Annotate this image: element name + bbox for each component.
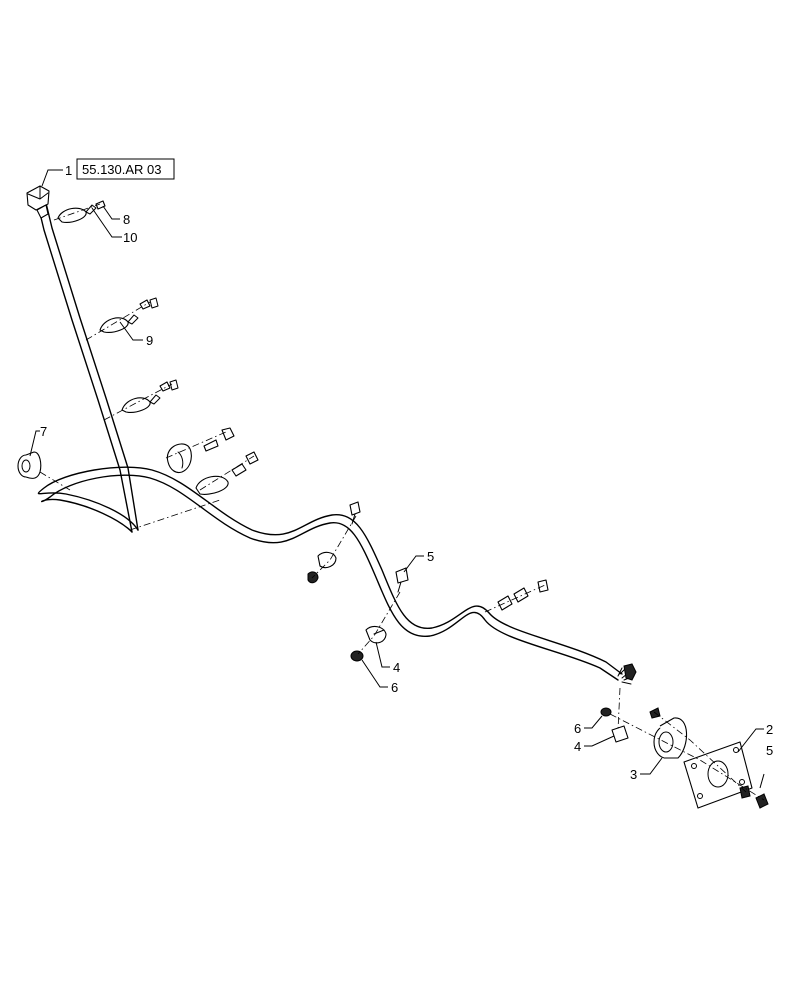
nut-6-lower: [600, 707, 612, 717]
callout-3: 3: [630, 767, 637, 782]
callout-4-mid: 4: [393, 660, 400, 675]
clip-4-lower: [611, 725, 629, 743]
callout-6-mid: 6: [391, 680, 398, 695]
callout-7: 7: [40, 424, 47, 439]
callout-9: 9: [146, 333, 153, 348]
callout-5-mid: 5: [427, 549, 434, 564]
cable-tie-lower: [195, 451, 259, 495]
callout-1: 1: [65, 163, 72, 178]
callout-4-lower: 4: [574, 739, 581, 754]
mounting-plate-2: [683, 741, 753, 809]
bolt-mid: [349, 501, 361, 525]
wiring-harness: [26, 185, 637, 685]
clamp-9-lower: [121, 379, 179, 413]
receptacle-3: [649, 707, 688, 759]
cable-tie-upper: [166, 427, 235, 474]
clamp-9-upper: [99, 297, 159, 333]
connector-right-clip: [497, 579, 549, 611]
clamp-top: [57, 200, 106, 223]
bolts-5-lower: [739, 785, 769, 809]
reference-link[interactable]: 55.130.AR 03: [82, 162, 162, 177]
bolt-5-mid: [395, 567, 409, 593]
callout-2: 2: [766, 722, 773, 737]
callout-labels: 1 55.130.AR 03 8 10 9 7 5 4 6 2 5 6 4 3: [40, 162, 773, 782]
assembly-lines: [39, 203, 765, 801]
callout-8: 8: [123, 212, 130, 227]
callout-6-lower: 6: [574, 721, 581, 736]
callout-leaders: [29, 158, 765, 789]
callout-10: 10: [123, 230, 137, 245]
reference-box: [76, 158, 175, 180]
clamp-4-mid: [365, 625, 387, 644]
nut-6-mid: [350, 650, 364, 662]
callout-5-lower: 5: [766, 743, 773, 758]
grommet: [17, 451, 42, 479]
